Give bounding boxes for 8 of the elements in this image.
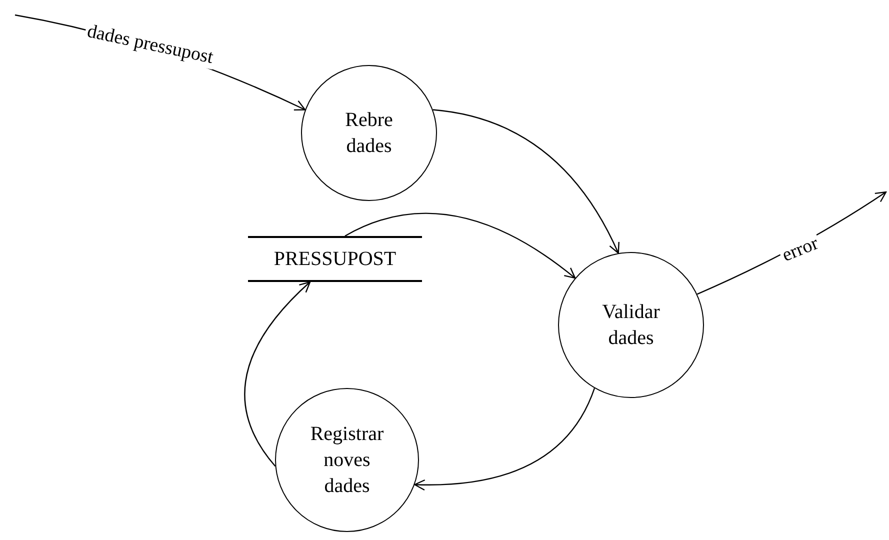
store-label: PRESSUPOST	[274, 247, 396, 272]
process-label: Rebre dades	[344, 108, 394, 159]
data-store	[248, 236, 422, 282]
flow-arrow	[344, 212, 576, 279]
flow-arrow	[244, 281, 311, 467]
process-label: Registrar noves dades	[309, 422, 385, 499]
process-label: Validar dades	[601, 300, 661, 351]
flow-arrow	[432, 109, 620, 254]
